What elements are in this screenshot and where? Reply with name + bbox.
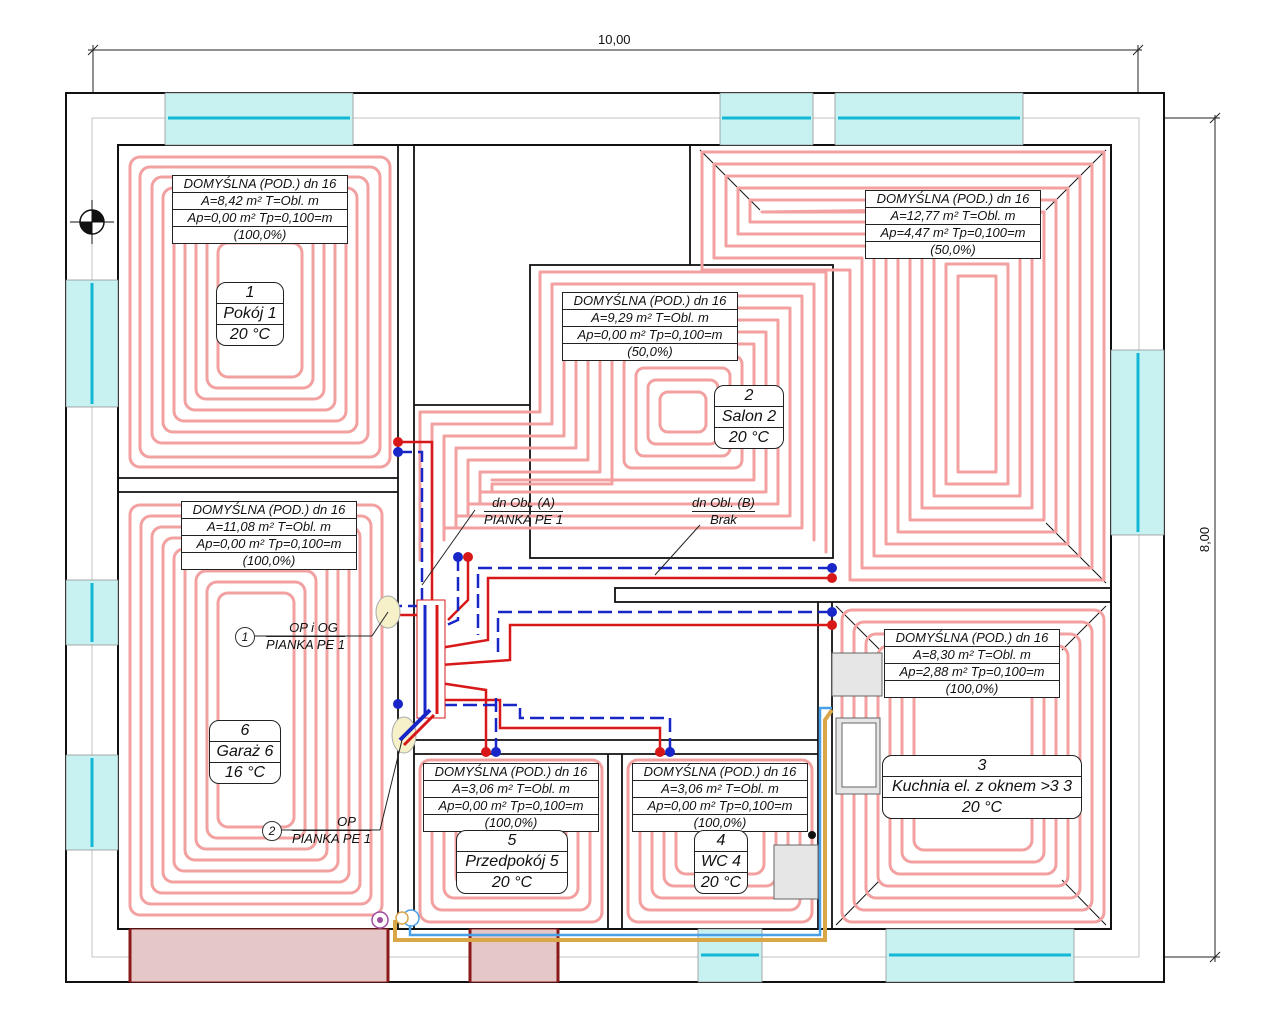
circuit-number-1: 1	[235, 627, 255, 647]
loop-area: A=8,42 m² T=Obl. m	[173, 193, 347, 210]
loop-ap: Ap=2,88 m² Tp=0,100=m	[885, 664, 1059, 681]
fixtures	[773, 652, 883, 900]
pipe-tag-b-line1: dn Obl. (B)	[692, 495, 755, 512]
circuit-tag-2: OP PIANKA PE 1	[292, 814, 371, 847]
loop-pct: (100,0%)	[693, 815, 747, 830]
loop-title: DOMYŚLNA (POD.) dn 16	[866, 191, 1040, 208]
loop-table-kitchen: DOMYŚLNA (POD.) dn 16 A=8,30 m² T=Obl. m…	[884, 629, 1060, 698]
loop-title: DOMYŚLNA (POD.) dn 16	[182, 502, 356, 519]
loop-ap: Ap=4,47 m² Tp=0,100=m	[866, 225, 1040, 242]
loop-pct: (100,0%)	[242, 553, 296, 568]
loop-table-room1: DOMYŚLNA (POD.) dn 16 A=8,42 m² T=Obl. m…	[172, 175, 348, 244]
loop-area: A=9,29 m² T=Obl. m	[563, 310, 737, 327]
construction-lines	[91, 117, 1140, 958]
loop-title: DOMYŚLNA (POD.) dn 16	[424, 764, 598, 781]
height-dimension: 8,00	[1197, 526, 1213, 553]
room-label-kuchnia: 3 Kuchnia el. z oknem >3 3 20 °C	[882, 755, 1082, 819]
loop-pct: (50,0%)	[627, 344, 673, 359]
room-temp: 16 °C	[224, 764, 266, 781]
circuit-tag-2-line2: PIANKA PE 1	[292, 831, 371, 846]
room-name: Pokój 1	[217, 304, 283, 325]
circuit-tag-1: OP i OG PIANKA PE 1	[266, 620, 345, 653]
pipe-tag-b: dn Obl. (B) Brak	[692, 495, 755, 528]
circuit-number-2: 2	[262, 821, 282, 841]
loop-ap: Ap=0,00 m² Tp=0,100=m	[173, 210, 347, 227]
room-label-salon: 2 Salon 2 20 °C	[714, 385, 784, 449]
loop-pct: (50,0%)	[930, 242, 976, 257]
room-name: Garaż 6	[210, 742, 280, 763]
loop-table-ne: DOMYŚLNA (POD.) dn 16 A=12,77 m² T=Obl. …	[865, 190, 1041, 259]
pipe-markers	[393, 437, 837, 757]
width-dimension: 10,00	[598, 32, 631, 47]
room-number: 5	[457, 831, 567, 852]
room-label-przedpokoj: 5 Przedpokój 5 20 °C	[456, 830, 568, 894]
loop-ap: Ap=0,00 m² Tp=0,100=m	[182, 536, 356, 553]
loop-pct: (100,0%)	[484, 815, 538, 830]
water-gas-lines	[371, 706, 834, 942]
circuit-tag-2-line1: OP	[292, 814, 371, 831]
return-pipes	[388, 450, 832, 752]
circuit-tag-1-line2: PIANKA PE 1	[266, 637, 345, 652]
loop-area: A=3,06 m² T=Obl. m	[424, 781, 598, 798]
loop-title: DOMYŚLNA (POD.) dn 16	[563, 293, 737, 310]
windows	[65, 92, 1165, 983]
room-number: 4	[695, 831, 747, 852]
room-temp: 20 °C	[700, 874, 742, 891]
pipe-tag-a: dn Obl. (A) PIANKA PE 1	[484, 495, 563, 528]
room-name: Przedpokój 5	[457, 852, 567, 873]
room-number: 6	[210, 721, 280, 742]
doors	[128, 928, 560, 983]
room-temp: 20 °C	[728, 429, 770, 446]
manifold	[375, 595, 446, 754]
loop-table-hall: DOMYŚLNA (POD.) dn 16 A=3,06 m² T=Obl. m…	[423, 763, 599, 832]
loop-table-wc: DOMYŚLNA (POD.) dn 16 A=3,06 m² T=Obl. m…	[632, 763, 808, 832]
north-symbol	[70, 200, 114, 244]
circuit-tag-1-line1: OP i OG	[266, 620, 345, 637]
outer-walls	[65, 92, 1165, 983]
loop-title: DOMYŚLNA (POD.) dn 16	[633, 764, 807, 781]
loop-table-salon: DOMYŚLNA (POD.) dn 16 A=9,29 m² T=Obl. m…	[562, 292, 738, 361]
pipe-tag-a-line1: dn Obl. (A)	[484, 495, 563, 512]
dimension-lines	[87, 44, 1221, 963]
loop-ap: Ap=0,00 m² Tp=0,100=m	[633, 798, 807, 815]
loop-table-garage: DOMYŚLNA (POD.) dn 16 A=11,08 m² T=Obl. …	[181, 501, 357, 570]
loop-ap: Ap=0,00 m² Tp=0,100=m	[563, 327, 737, 344]
loop-title: DOMYŚLNA (POD.) dn 16	[173, 176, 347, 193]
pipe-tag-a-line2: PIANKA PE 1	[484, 512, 563, 527]
loop-pct: (100,0%)	[945, 681, 999, 696]
pipe-tag-b-line2: Brak	[710, 512, 737, 527]
loop-title: DOMYŚLNA (POD.) dn 16	[885, 630, 1059, 647]
room-number: 1	[217, 283, 283, 304]
room-name: Kuchnia el. z oknem >3 3	[883, 777, 1081, 798]
loop-ap: Ap=0,00 m² Tp=0,100=m	[424, 798, 598, 815]
room-temp: 20 °C	[229, 326, 271, 343]
room-label-pokoj: 1 Pokój 1 20 °C	[216, 282, 284, 346]
loop-area: A=11,08 m² T=Obl. m	[182, 519, 356, 536]
room-label-garaz: 6 Garaż 6 16 °C	[209, 720, 281, 784]
room-temp: 20 °C	[961, 799, 1003, 816]
room-label-wc: 4 WC 4 20 °C	[694, 830, 748, 894]
loop-area: A=12,77 m² T=Obl. m	[866, 208, 1040, 225]
room-number: 3	[883, 756, 1081, 777]
loop-area: A=8,30 m² T=Obl. m	[885, 647, 1059, 664]
loop-pct: (100,0%)	[233, 227, 287, 242]
room-name: WC 4	[695, 852, 747, 873]
room-number: 2	[715, 386, 783, 407]
room-temp: 20 °C	[491, 874, 533, 891]
loop-area: A=3,06 m² T=Obl. m	[633, 781, 807, 798]
room-name: Salon 2	[715, 407, 783, 428]
